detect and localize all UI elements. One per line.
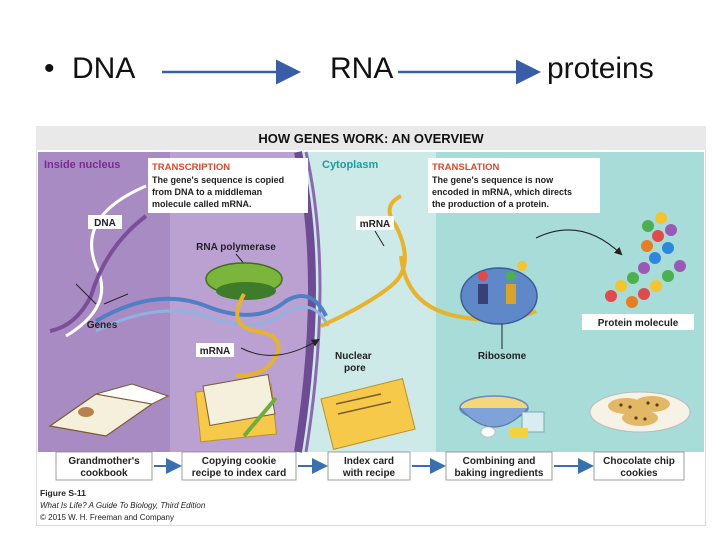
translation-box	[428, 158, 600, 213]
translation-line-3: the production of a protein.	[432, 199, 549, 209]
step-1-line-2: cookbook	[80, 468, 128, 479]
mrna-left-label-box	[196, 343, 234, 357]
dna-strand-white	[65, 184, 147, 338]
mrna-left-label: mRNA	[200, 346, 231, 357]
transcription-heading: TRANSCRIPTION	[152, 162, 230, 173]
trna-2	[506, 284, 516, 304]
step-5-box	[593, 451, 685, 481]
protein-chain	[605, 212, 686, 308]
dna-text: DNA	[72, 52, 136, 85]
figure-copyright: © 2015 W. H. Freeman and Company	[40, 513, 174, 522]
inside-nucleus-label: Inside nucleus	[44, 159, 120, 171]
transcription-line-1: The gene's sequence is copied	[152, 175, 284, 185]
rna-polymerase-shadow	[216, 282, 276, 300]
dna-label: DNA	[94, 218, 116, 229]
transcription-line-2: from DNA to a middleman	[152, 187, 262, 197]
step-2-line-2: recipe to index card	[192, 468, 286, 479]
amino-acid-3	[517, 261, 527, 271]
bullet-dot: •	[44, 52, 55, 85]
figure-number: Figure S-11	[40, 488, 86, 498]
step-4-line-2: baking ingredients	[455, 468, 544, 479]
step-5-line-2: cookies	[620, 468, 658, 479]
dna-label-box	[88, 215, 122, 229]
step-2-box	[181, 451, 297, 481]
nuclear-pore-label-2: pore	[344, 363, 366, 374]
dna-strand-purple	[49, 214, 148, 333]
step-3-box	[327, 451, 411, 481]
figure-title: HOW GENES WORK: AN OVERVIEW	[258, 131, 484, 146]
step-1-box	[55, 451, 153, 481]
protein-molecule-label-box	[582, 314, 694, 330]
cookbook-illustration	[48, 383, 170, 437]
rna-polymerase-label: RNA polymerase	[196, 242, 276, 253]
mrna-top-label: mRNA	[360, 219, 391, 230]
ribosome-to-protein-arrow	[535, 229, 623, 256]
step-4-line-1: Combining and	[463, 456, 536, 467]
mrna-to-pore-arrow	[240, 338, 320, 356]
figure-header-bar	[36, 126, 706, 150]
baking-ingredients-illustration	[459, 395, 545, 438]
proteins-text: proteins	[547, 52, 654, 85]
nuclear-membrane-outer	[304, 151, 322, 453]
gene-overview-figure: HOW GENES WORK: AN OVERVIEW Inside nucle…	[36, 126, 706, 526]
protein-molecule-label: Protein molecule	[598, 318, 679, 329]
step-3-line-2: with recipe	[342, 468, 396, 479]
translation-line-2: encoded in mRNA, which directs	[432, 187, 572, 197]
genes-pointer-2	[103, 293, 129, 305]
nuclear-pore-label-1: Nuclear	[335, 351, 372, 362]
rna-text: RNA	[330, 52, 394, 85]
step-5-line-1: Chocolate chip	[603, 456, 675, 467]
amino-acid-2	[506, 271, 516, 281]
cookies-illustration	[589, 391, 691, 433]
slide-header: • DNA RNA proteins	[0, 0, 720, 125]
trna-1	[478, 284, 488, 304]
flow-arrows	[162, 59, 541, 85]
mrna-strand-nucleus	[235, 293, 281, 378]
transcription-box	[148, 158, 308, 213]
step-3-line-1: Index card	[344, 456, 394, 467]
amino-acid-1	[478, 271, 488, 281]
cytoplasm-label: Cytoplasm	[322, 159, 378, 171]
mrna-top-pointer	[374, 230, 385, 247]
translation-heading: TRANSLATION	[432, 162, 500, 173]
step-2-line-1: Copying cookie	[202, 456, 277, 467]
genes-label: Genes	[87, 320, 118, 331]
ribosome-shape	[460, 267, 538, 325]
mrna-top-label-box	[356, 216, 394, 230]
step-4-box	[445, 451, 553, 481]
figure-source-book: What Is Life? A Guide To Biology, Third …	[40, 501, 206, 510]
translation-line-1: The gene's sequence is now	[432, 175, 554, 185]
transcription-line-3: molecule called mRNA.	[152, 199, 252, 209]
index-card-illustration	[320, 378, 416, 450]
genes-pointer-1	[75, 283, 97, 305]
index-card-copy-illustration	[195, 373, 278, 443]
ribosome-label: Ribosome	[478, 351, 527, 362]
step-1-line-1: Grandmother's	[68, 456, 140, 467]
